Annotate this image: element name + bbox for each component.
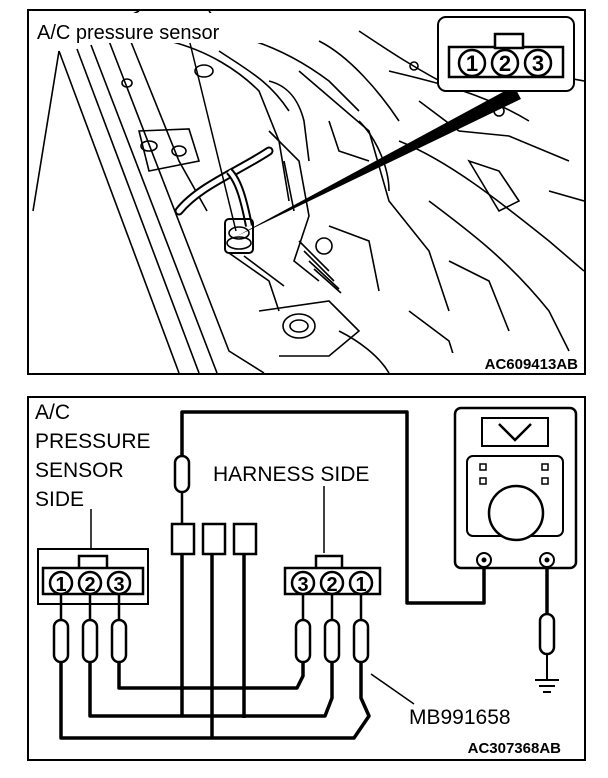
engine-bay-illustration: A/C pressure sensor 1 2 3 AC609413AB bbox=[31, 11, 584, 373]
figure-code: AC307368AB bbox=[468, 740, 562, 757]
wiring-diagram-panel: A/C PRESSURE SENSOR SIDE HARNESS SIDE 1 … bbox=[27, 396, 586, 761]
sensor-side-label-line-3: SENSOR bbox=[35, 459, 124, 482]
sensor-pin-1-label: 1 bbox=[55, 574, 66, 596]
figure-code: AC609413AB bbox=[485, 356, 579, 373]
tool-label: MB991658 bbox=[409, 706, 511, 729]
pin-3-circle bbox=[523, 48, 553, 78]
multimeter bbox=[453, 406, 578, 570]
title-background bbox=[31, 13, 267, 43]
test-probe bbox=[173, 454, 191, 494]
pin-3-label: 3 bbox=[532, 51, 544, 76]
harness-side-label: HARNESS SIDE bbox=[213, 463, 369, 486]
sensor-pin-3-label: 3 bbox=[113, 574, 124, 596]
sensor-side-label-line-2: PRESSURE bbox=[35, 430, 151, 453]
sensor-side-connector: 1 2 3 bbox=[37, 548, 149, 605]
title-leader-line bbox=[188, 38, 237, 232]
figure-title: A/C pressure sensor bbox=[37, 22, 220, 44]
selector-dial-icon bbox=[487, 484, 545, 542]
harness-side-probes bbox=[294, 594, 370, 664]
pin-1-circle bbox=[457, 48, 487, 78]
pin-2-circle bbox=[490, 48, 520, 78]
sensor-side-label-line-1: A/C bbox=[35, 401, 70, 424]
engine-bay-illustration-panel: A/C pressure sensor 1 2 3 AC609413AB bbox=[27, 9, 586, 375]
harness-pin-1-label: 1 bbox=[355, 574, 366, 596]
wiring-diagram: A/C PRESSURE SENSOR SIDE HARNESS SIDE 1 … bbox=[35, 401, 578, 757]
breakout-plug-2 bbox=[201, 522, 227, 556]
voltage-display bbox=[481, 417, 549, 447]
tool-label-leader bbox=[370, 673, 415, 705]
pin-1-label: 1 bbox=[466, 51, 478, 76]
harness-pin-2-label: 2 bbox=[326, 574, 337, 596]
ground-probe bbox=[535, 612, 559, 693]
harness-pin-3-label: 3 bbox=[297, 574, 308, 596]
volt-symbol-icon bbox=[498, 423, 532, 442]
pin-2-label: 2 bbox=[499, 51, 511, 76]
connector-callout: 1 2 3 bbox=[437, 16, 575, 92]
harness-wires bbox=[59, 410, 549, 740]
breakout-plug-3 bbox=[232, 522, 258, 556]
sensor-pin-2-label: 2 bbox=[84, 574, 95, 596]
harness-side-connector: 3 2 1 bbox=[283, 554, 382, 596]
figure-code-background bbox=[441, 353, 581, 373]
callout-leader bbox=[237, 86, 521, 236]
breakout-plug-1 bbox=[170, 522, 196, 556]
sensor-side-label-line-4: SIDE bbox=[35, 488, 84, 511]
breakout-connectors bbox=[170, 454, 258, 556]
